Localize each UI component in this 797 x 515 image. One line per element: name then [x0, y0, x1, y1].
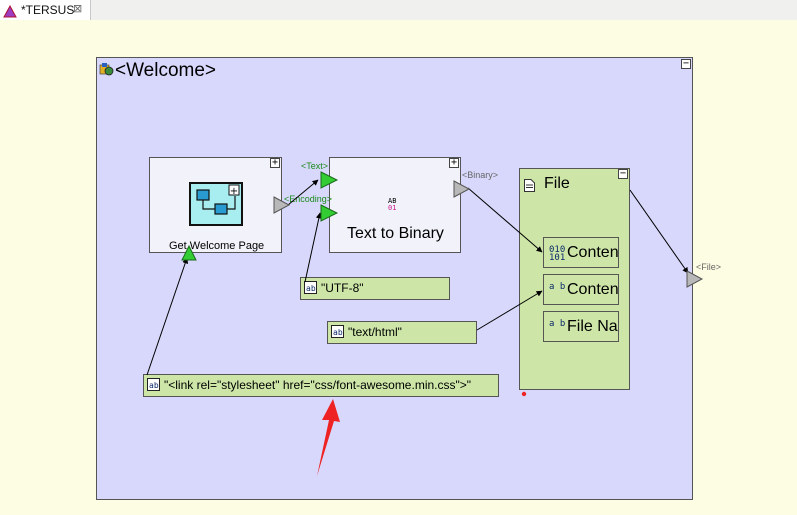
get-welcome-page-label: Get Welcome Page	[169, 240, 265, 252]
constant-icon: ab	[147, 378, 160, 394]
document-icon	[524, 177, 535, 196]
tab-title: *TERSUS	[21, 3, 75, 17]
file-node-title: File	[544, 175, 570, 192]
get-welcome-page-node[interactable]	[149, 157, 282, 253]
binary-icon: 010 101	[549, 245, 566, 263]
flow-mime-to-content-type	[476, 290, 543, 331]
text-input-port	[320, 171, 339, 189]
field-label: File Name	[567, 318, 618, 335]
file-field-content[interactable]: 010 101 Content	[543, 237, 619, 268]
flow-file-to-output	[629, 189, 689, 274]
mime-constant[interactable]: ab "text/html"	[327, 321, 477, 344]
constant-value: "<link rel="stylesheet" href="css/font-a…	[164, 378, 472, 392]
error-marker-icon	[521, 382, 527, 401]
constant-value: "text/html"	[348, 325, 402, 339]
close-icon[interactable]: ⊠	[73, 2, 83, 15]
process-icon	[99, 62, 115, 82]
flow-utf8-to-encoding	[304, 212, 322, 283]
binary-port-label: <Binary>	[462, 170, 499, 180]
text-icon: a b	[549, 319, 566, 329]
binary-output-port	[453, 180, 471, 198]
tab-tersus[interactable]: *TERSUS ⊠	[0, 0, 91, 20]
field-label: Content Type	[567, 281, 619, 298]
field-label: Content	[567, 244, 619, 261]
text-port-label: <Text>	[301, 161, 329, 171]
file-field-content-type[interactable]: a b Content Type	[543, 274, 619, 305]
svg-text:ab: ab	[306, 284, 316, 293]
diagram-title: <Welcome>	[115, 60, 217, 81]
svg-text:ab: ab	[149, 381, 159, 390]
tersus-icon	[3, 3, 17, 22]
flow-welcome-to-text	[287, 179, 319, 206]
encoding-input-port	[320, 204, 339, 222]
file-port-label: <File>	[696, 262, 722, 272]
link-constant[interactable]: ab "<link rel="stylesheet" href="css/fon…	[143, 374, 499, 397]
svg-text:+: +	[230, 186, 238, 197]
constant-icon: ab	[304, 281, 317, 297]
editor-tab-bar: *TERSUS ⊠	[0, 0, 797, 20]
utf8-constant[interactable]: ab "UTF-8"	[300, 277, 450, 300]
text-to-binary-icon: AB 01	[388, 197, 397, 212]
get-welcome-expand-button[interactable]: +	[270, 157, 280, 168]
welcome-trigger-port	[181, 244, 197, 261]
subprocess-icon: +	[189, 182, 243, 230]
file-node-collapse-button[interactable]: −	[618, 168, 628, 179]
text-to-binary-expand-button[interactable]: +	[449, 157, 459, 168]
file-field-file-name[interactable]: a b File Name	[543, 311, 619, 342]
text-to-binary-node[interactable]	[329, 157, 461, 253]
flow-link-to-welcome	[146, 257, 189, 376]
svg-text:ab: ab	[333, 328, 343, 337]
annotation-arrow	[317, 399, 340, 476]
text-icon: a b	[549, 282, 566, 292]
constant-icon: ab	[331, 325, 344, 341]
flow-binary-to-content	[467, 187, 543, 253]
welcome-output-port	[273, 196, 291, 214]
text-to-binary-label: Text to Binary	[347, 225, 444, 242]
encoding-port-label: <Encoding>	[284, 194, 333, 204]
file-output-port	[686, 270, 704, 288]
constant-value: "UTF-8"	[321, 281, 364, 295]
diagram-collapse-button[interactable]: −	[681, 58, 691, 69]
